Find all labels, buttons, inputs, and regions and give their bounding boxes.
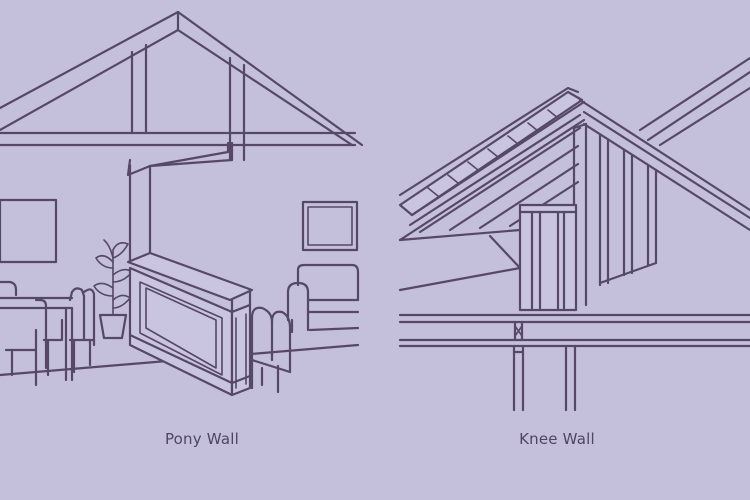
roof-rafters <box>0 10 364 147</box>
pony-wall-illustration <box>0 10 364 397</box>
roof-posts <box>130 43 246 162</box>
rafters <box>398 118 586 242</box>
center-post <box>128 163 152 264</box>
knee-wall-illustration <box>398 56 750 412</box>
armchair <box>250 306 292 394</box>
ceiling-beam <box>0 131 357 147</box>
diagonal-brace <box>126 141 234 177</box>
potted-plant <box>93 239 133 340</box>
dining-chairs <box>0 280 96 387</box>
dining-table <box>0 296 74 382</box>
knee-wall-caption: Knee Wall <box>519 430 595 448</box>
attic-floor <box>398 228 522 292</box>
pony-wall <box>126 251 254 397</box>
pony-wall-caption: Pony Wall <box>164 430 240 448</box>
right-roof-slope <box>578 98 750 232</box>
knee-wall-frame <box>518 203 578 312</box>
wall-picture-right <box>301 200 359 252</box>
wall-picture-left <box>0 198 58 264</box>
background-roof <box>638 56 750 147</box>
lower-studs <box>512 320 577 412</box>
gable-studs <box>598 133 658 287</box>
sofa <box>286 263 360 334</box>
floor-joists <box>398 313 750 348</box>
